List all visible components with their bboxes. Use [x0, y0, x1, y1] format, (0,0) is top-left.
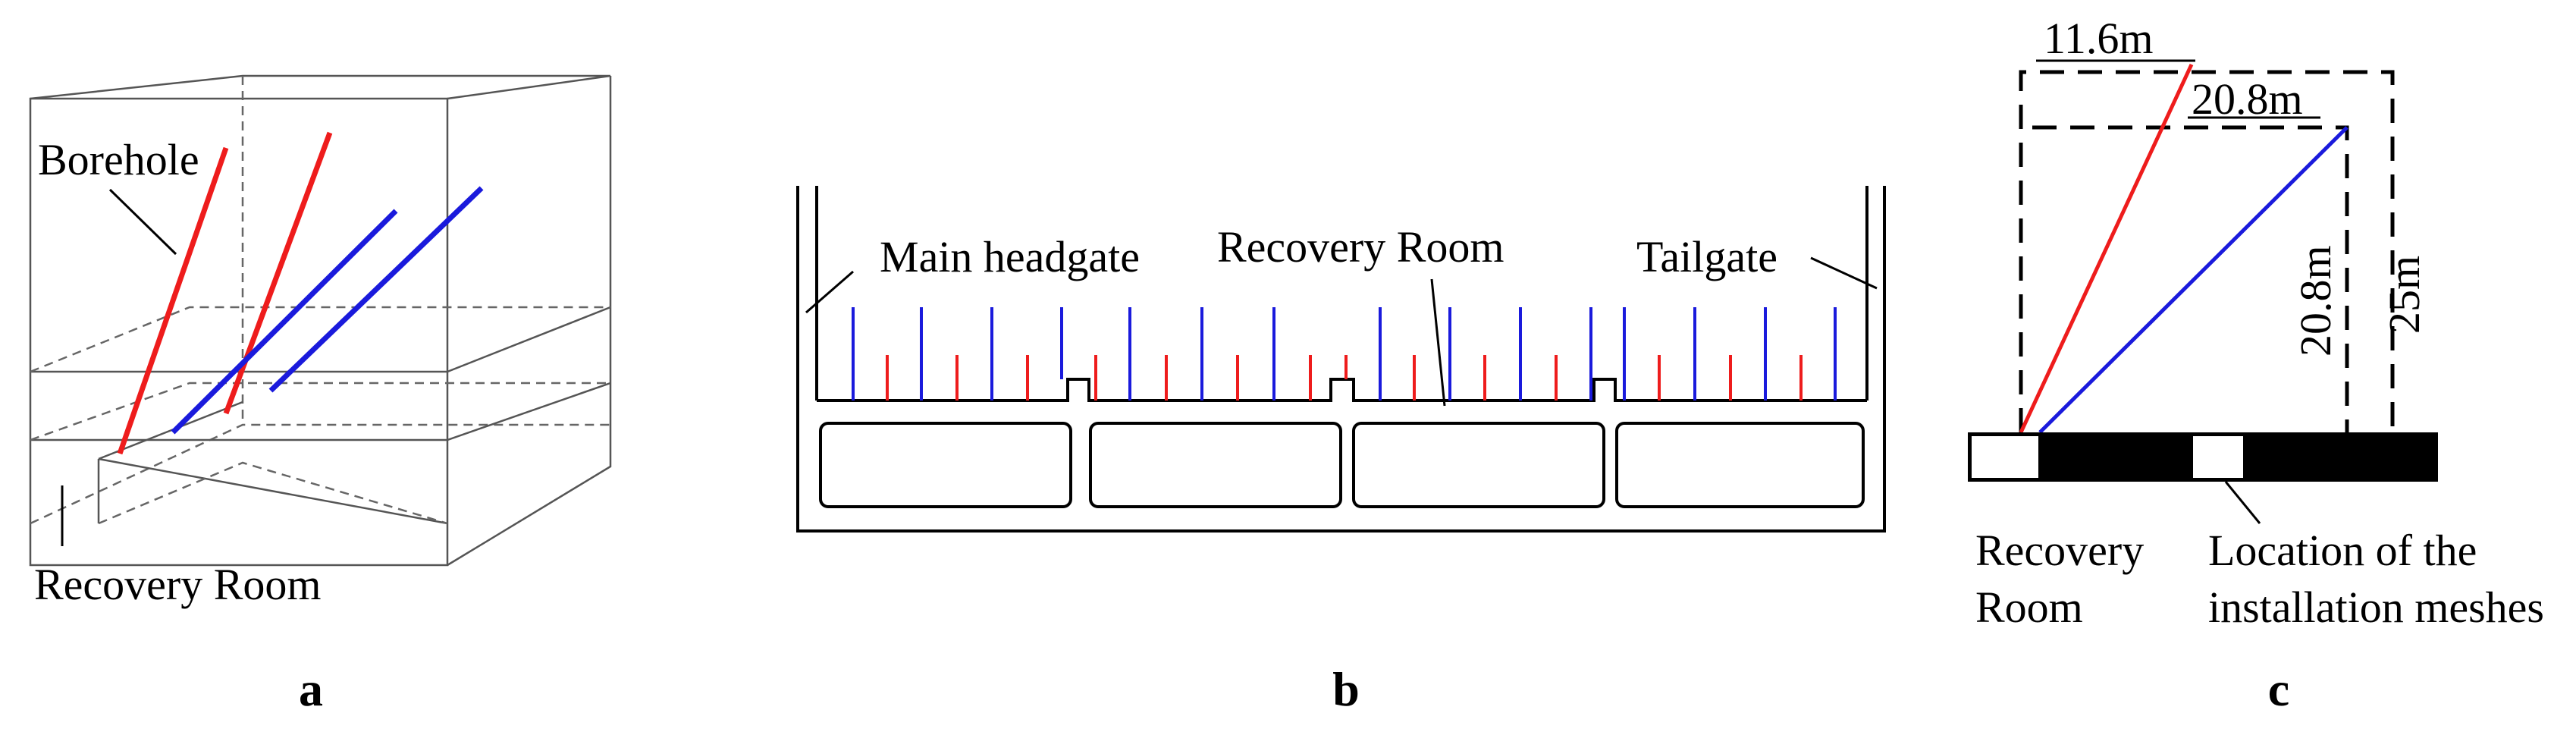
meshes-leader — [2224, 481, 2261, 524]
recovery-room-box — [97, 401, 448, 525]
block-top-face — [30, 74, 611, 100]
panel-a: Borehole Recovery Room a — [29, 74, 612, 716]
slab-lower-front — [30, 382, 611, 441]
dim-blue-label: 20.8m — [2192, 74, 2303, 124]
recovery-leader-b — [1430, 278, 1446, 407]
outer-channel — [796, 186, 1886, 533]
block-right-face — [447, 76, 612, 567]
slab-upper-back — [30, 306, 610, 373]
slab-upper-front — [30, 306, 611, 373]
pillar-block-3 — [1352, 422, 1605, 508]
meshes-label-line1: Location of the — [2208, 526, 2477, 575]
recovery-room-label-a: Recovery Room — [34, 560, 322, 609]
borehole-red-section — [2019, 63, 2194, 434]
recovery-label-c-line1: Recovery — [1975, 526, 2144, 575]
recovery-room-hidden — [98, 461, 448, 525]
tailgate-label: Tailgate — [1636, 232, 1777, 281]
panel-c: 11.6m 20.8m 20.8m 25m Recovery Room Loca… — [1968, 14, 2544, 716]
dim-vertical-outer-label: 25m — [2380, 256, 2429, 334]
dim-vertical-inner-label: 20.8m — [2291, 245, 2340, 357]
borehole-red-1 — [117, 146, 229, 455]
tailgate-leader — [1810, 256, 1878, 290]
caption-b: b — [1332, 662, 1360, 716]
borehole-blue-section — [2038, 126, 2349, 434]
borehole-red-2 — [223, 131, 333, 415]
borehole-ticks-group-4 — [1623, 307, 1837, 401]
borehole-ticks-group-3 — [1344, 307, 1592, 401]
pillar-block-1 — [819, 422, 1072, 508]
inner-channel — [815, 186, 1868, 401]
borehole-blue-1 — [171, 209, 398, 435]
borehole-ticks-group-1 — [852, 307, 1063, 401]
main-headgate-leader — [805, 270, 854, 314]
recovery-label-c-line2: Room — [1975, 583, 2083, 632]
slab-lower-back — [30, 382, 610, 441]
borehole-ticks-group-2 — [1094, 307, 1312, 401]
borehole-leader — [108, 188, 177, 256]
caption-c: c — [2268, 662, 2289, 716]
outer-dashed-box — [2019, 70, 2395, 432]
meshes-label-line2: installation meshes — [2208, 583, 2544, 632]
borehole-label: Borehole — [38, 135, 199, 184]
recovery-room-label-b: Recovery Room — [1217, 222, 1504, 272]
bar-end-cap — [2423, 432, 2438, 482]
main-headgate-label: Main headgate — [880, 232, 1140, 281]
pillar-block-2 — [1089, 422, 1342, 508]
mesh-location-box — [2190, 433, 2246, 481]
dim-red-label: 11.6m — [2044, 14, 2153, 63]
pillar-block-4 — [1615, 422, 1865, 508]
caption-a: a — [299, 662, 323, 716]
face-line — [817, 378, 1867, 402]
panel-b: Main headgate Recovery Room Tailgate b — [796, 186, 1886, 716]
recovery-room-box-c — [1969, 433, 2041, 481]
borehole-blue-2 — [268, 186, 484, 393]
